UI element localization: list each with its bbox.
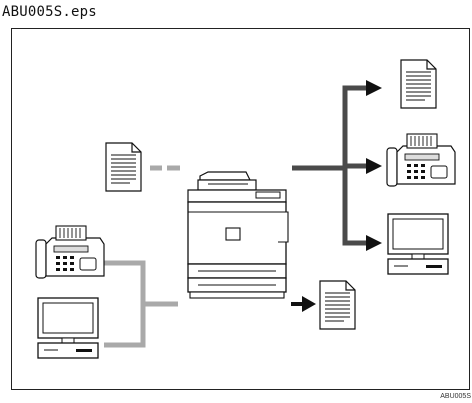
file-name-label: ABU005S.eps (2, 4, 97, 20)
connector-inputs-bracket (104, 260, 178, 348)
arrow-machine-to-document (291, 296, 316, 312)
computer-icon (387, 213, 449, 275)
figure-code-label: ABU005S (440, 393, 471, 400)
arrow-head-top (366, 80, 382, 96)
arrow-head-middle (366, 158, 382, 174)
fax-machine-icon (35, 225, 105, 279)
arrow-head-bottom (366, 235, 382, 251)
document-icon (319, 280, 356, 330)
diagram-frame (11, 28, 470, 390)
document-icon (400, 59, 437, 109)
fax-machine-icon (386, 133, 456, 187)
copier-printer-icon (187, 171, 289, 299)
computer-icon (37, 297, 99, 359)
document-icon (105, 142, 142, 192)
connector-machine-to-outputs (292, 85, 368, 246)
